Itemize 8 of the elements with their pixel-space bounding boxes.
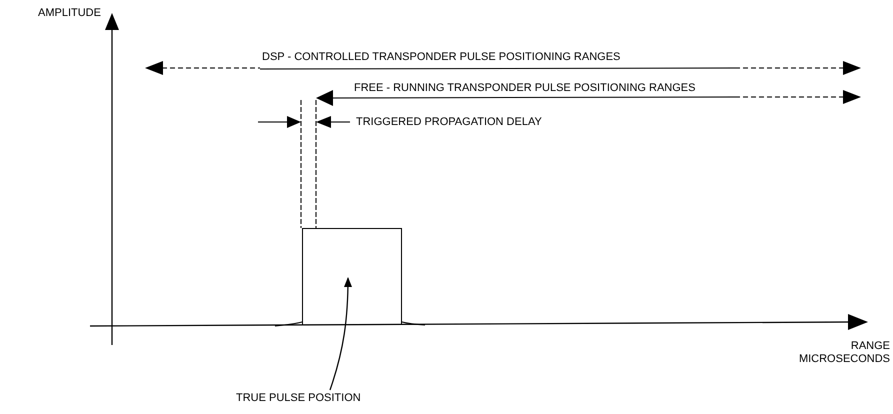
axis-label: AMPLITUDE	[38, 6, 101, 21]
range-label: TRIGGERED PROPAGATION DELAY	[356, 115, 542, 130]
leader-line	[329, 277, 352, 390]
pulse-position-label: TRUE PULSE POSITION	[236, 390, 361, 406]
pulse-shape	[302, 228, 402, 325]
axis-label: RANGE MICROSECONDS	[798, 340, 890, 366]
range-label: DSP - CONTROLLED TRANSPONDER PULSE POSITIONING RANGES	[262, 50, 620, 65]
range-label: FREE - RUNNING TRANSPONDER PULSE POSITIONING RANGES	[354, 81, 696, 96]
